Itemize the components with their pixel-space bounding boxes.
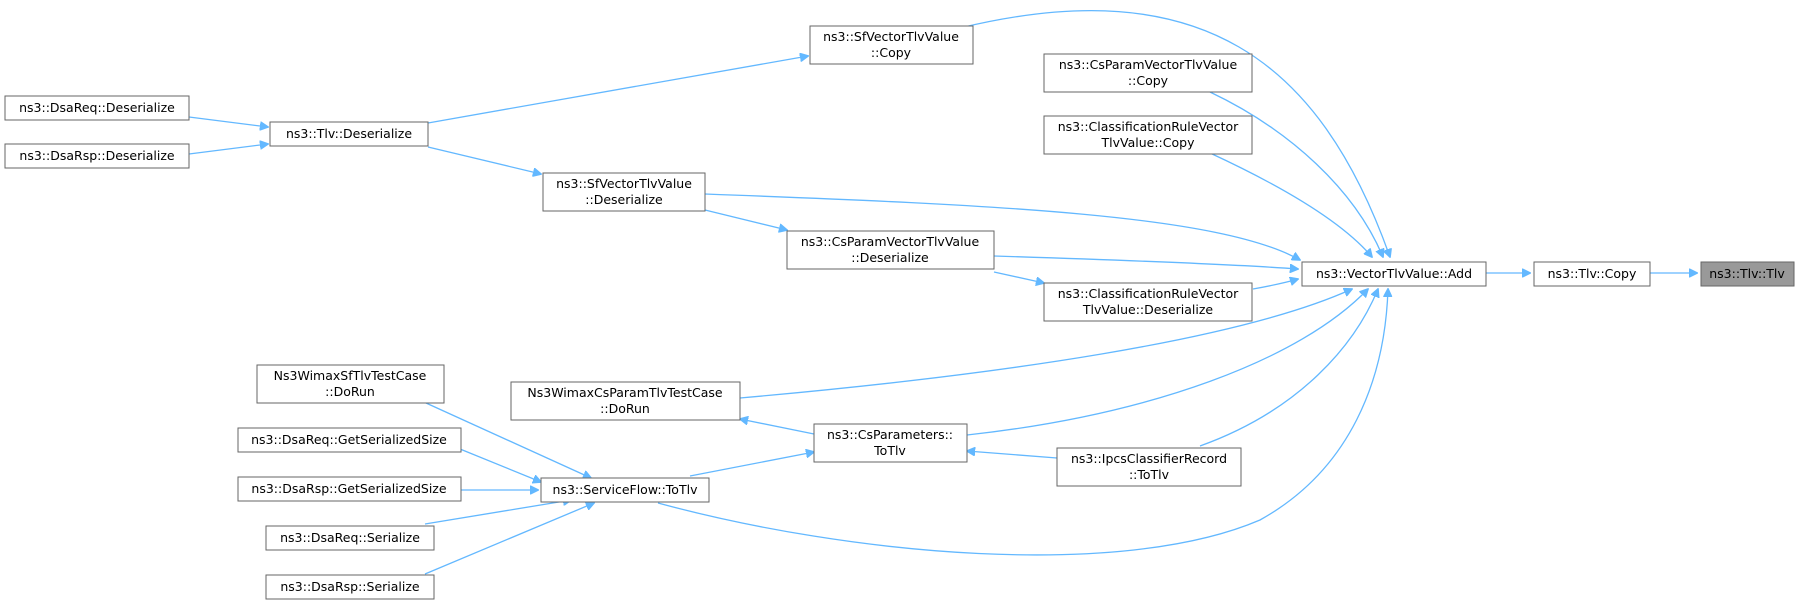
node-sfvectortlvvalue-deserialize[interactable]: ns3::SfVectorTlvValue ::Deserialize xyxy=(542,172,706,212)
node-sfvectortlvvalue-copy[interactable]: ns3::SfVectorTlvValue ::Copy xyxy=(809,25,974,65)
node-csparameters-totlv[interactable]: ns3::CsParameters:: ToTlv xyxy=(813,423,968,463)
node-label-line-2: ::ToTlv xyxy=(1129,467,1170,482)
node-csparamvectortlvvalue-copy[interactable]: ns3::CsParamVectorTlvValue ::Copy xyxy=(1043,53,1253,93)
node-csparamvectortlvvalue-deserialize[interactable]: ns3::CsParamVectorTlvValue ::Deserialize xyxy=(786,230,995,270)
edge-sfvector-deserialize-to-csparam-deserialize xyxy=(704,209,787,230)
node-label: ns3::DsaReq::Deserialize xyxy=(19,100,175,115)
node-label-line-1: Ns3WimaxCsParamTlvTestCase xyxy=(527,385,722,400)
edge-dsareq-deserialize-to-tlv-deserialize xyxy=(188,116,268,127)
node-label-line-1: Ns3WimaxSfTlvTestCase xyxy=(274,368,427,383)
node-label-line-2: ToTlv xyxy=(873,443,906,458)
node-label: ns3::Tlv::Deserialize xyxy=(286,126,412,141)
node-sftlvtestcase-dorun[interactable]: Ns3WimaxSfTlvTestCase ::DoRun xyxy=(256,364,445,404)
node-label-line-2: ::Copy xyxy=(1128,73,1169,88)
edge-csparam-deserialize-to-add xyxy=(993,255,1298,269)
edge-dsarsp-deserialize-to-tlv-deserialize xyxy=(188,144,268,155)
node-tlv-copy[interactable]: ns3::Tlv::Copy xyxy=(1533,261,1651,287)
edge-csparam-copy-to-add xyxy=(1209,91,1383,257)
node-label-line-2: ::Copy xyxy=(871,45,912,60)
edge-tlv-deserialize-to-sfvector-deserialize xyxy=(427,146,541,174)
edge-csparameters-totlv-to-add xyxy=(966,289,1368,436)
edge-ipcs-totlv-to-add xyxy=(1199,289,1378,447)
node-label-line-1: ns3::CsParamVectorTlvValue xyxy=(801,234,980,249)
edge-tlv-deserialize-to-sfvector-copy xyxy=(427,56,808,124)
node-label: ns3::ServiceFlow::ToTlv xyxy=(553,482,699,497)
node-label-line-2: TlvValue::Deserialize xyxy=(1082,302,1214,317)
node-layer: ns3::Tlv::Tlv ns3::Tlv::Copy ns3::Vector… xyxy=(4,25,1795,600)
edge-sfvector-deserialize-to-add xyxy=(704,193,1300,260)
node-label-line-1: ns3::CsParamVectorTlvValue xyxy=(1059,57,1238,72)
edge-ipcs-totlv-to-csparameters-totlv xyxy=(967,451,1058,459)
node-label-line-2: ::DoRun xyxy=(325,384,375,399)
node-classificationrulevector-copy[interactable]: ns3::ClassificationRuleVector TlvValue::… xyxy=(1043,115,1253,155)
node-dsareq-serialize[interactable]: ns3::DsaReq::Serialize xyxy=(265,525,435,551)
node-tlv-deserialize[interactable]: ns3::Tlv::Deserialize xyxy=(269,121,429,147)
edge-csparam-deserialize-to-classification-deserialize xyxy=(993,271,1044,283)
node-label: ns3::DsaRsp::Deserialize xyxy=(19,148,174,163)
edge-csparameters-totlv-to-csparam-testcase xyxy=(740,419,815,435)
node-csparamtlvtestcase-dorun[interactable]: Ns3WimaxCsParamTlvTestCase ::DoRun xyxy=(510,381,741,421)
node-classificationrulevector-deserialize[interactable]: ns3::ClassificationRuleVector TlvValue::… xyxy=(1043,282,1253,322)
edge-layer xyxy=(188,9,1697,575)
node-vectortlvvalue-add[interactable]: ns3::VectorTlvValue::Add xyxy=(1301,261,1487,287)
node-label: ns3::DsaReq::Serialize xyxy=(280,530,420,545)
edge-serviceflow-totlv-to-add xyxy=(657,289,1388,556)
node-label-line-1: ns3::SfVectorTlvValue xyxy=(556,176,692,191)
node-label: ns3::DsaReq::GetSerializedSize xyxy=(251,432,447,447)
node-dsareq-getserializedsize[interactable]: ns3::DsaReq::GetSerializedSize xyxy=(237,427,462,453)
node-label-line-2: ::DoRun xyxy=(600,401,650,416)
node-dsareq-deserialize[interactable]: ns3::DsaReq::Deserialize xyxy=(4,95,190,121)
node-label-line-1: ns3::SfVectorTlvValue xyxy=(823,29,959,44)
node-label-line-2: ::Deserialize xyxy=(585,192,663,207)
node-dsarsp-deserialize[interactable]: ns3::DsaRsp::Deserialize xyxy=(4,143,190,169)
node-label: ns3::Tlv::Copy xyxy=(1548,266,1637,281)
node-serviceflow-totlv[interactable]: ns3::ServiceFlow::ToTlv xyxy=(540,477,710,503)
node-label-line-1: ns3::CsParameters:: xyxy=(827,427,953,442)
edge-serviceflow-totlv-to-csparameters-totlv xyxy=(689,452,814,477)
node-label: ns3::DsaRsp::Serialize xyxy=(280,579,420,594)
edge-csparam-testcase-to-add xyxy=(739,289,1352,399)
node-label-line-1: ns3::ClassificationRuleVector xyxy=(1058,119,1239,134)
edge-dsareq-serialize-to-serviceflow-totlv xyxy=(424,500,571,525)
edge-dsareq-size-to-serviceflow-totlv xyxy=(459,448,541,482)
node-label-line-1: ns3::IpcsClassifierRecord xyxy=(1071,451,1227,466)
node-label-line-1: ns3::ClassificationRuleVector xyxy=(1058,286,1239,301)
node-label: ns3::Tlv::Tlv xyxy=(1709,266,1785,281)
node-dsarsp-getserializedsize[interactable]: ns3::DsaRsp::GetSerializedSize xyxy=(237,476,462,502)
edge-classification-deserialize-to-add xyxy=(1252,279,1298,290)
edge-dsarsp-serialize-to-serviceflow-totlv xyxy=(424,503,594,575)
edge-sftestcase-to-serviceflow-totlv xyxy=(425,402,591,478)
node-tlv-tlv[interactable]: ns3::Tlv::Tlv xyxy=(1700,261,1795,287)
edge-sfvector-copy-to-add xyxy=(959,9,1390,257)
node-dsarsp-serialize[interactable]: ns3::DsaRsp::Serialize xyxy=(265,574,435,600)
node-label-line-2: ::Deserialize xyxy=(851,250,929,265)
node-label: ns3::VectorTlvValue::Add xyxy=(1316,266,1472,281)
node-label-line-2: TlvValue::Copy xyxy=(1101,135,1196,150)
edge-classification-copy-to-add xyxy=(1209,152,1372,257)
node-label: ns3::DsaRsp::GetSerializedSize xyxy=(251,481,446,496)
node-ipcsclassifierrecord-totlv[interactable]: ns3::IpcsClassifierRecord ::ToTlv xyxy=(1056,447,1242,487)
